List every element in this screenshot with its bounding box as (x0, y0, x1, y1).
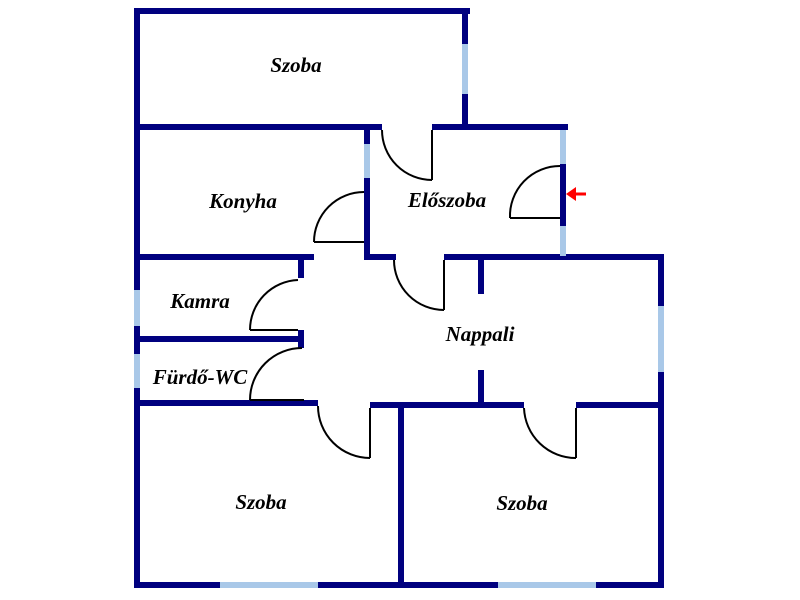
wall-kamra-right-upper (298, 254, 304, 278)
wall-top (134, 8, 470, 14)
wall-konyha-eloszoba (364, 124, 370, 260)
door-szoba-eloszoba (381, 129, 433, 181)
door-furdo (249, 347, 304, 401)
room-label-konyha: Konyha (208, 189, 277, 213)
wall-bedroom-top-right (576, 402, 664, 408)
wall-eloszoba-right (560, 124, 566, 260)
window-konyha-eloszoba (364, 144, 370, 178)
wall-szoba-konyha-left (134, 124, 382, 130)
wall-bottom (134, 582, 664, 588)
door-konyha-eloszoba (313, 191, 365, 243)
window-szoba-bottom-left (220, 582, 318, 588)
window-nappali-right (658, 306, 664, 372)
door-entrance (508, 165, 561, 219)
window-furdo (134, 354, 140, 388)
door-eloszoba-nappali (393, 259, 445, 311)
windows (134, 44, 664, 588)
wall-bedroom-divider (398, 402, 404, 588)
wall-bedroom-top-mid (370, 402, 524, 408)
room-label-kamra: Kamra (169, 289, 230, 313)
door-szoba-bottom-right (523, 407, 577, 459)
room-labels: Szoba Konyha Előszoba Kamra Fürdő-WC Nap… (152, 53, 548, 515)
window-szoba-bottom-right (498, 582, 596, 588)
window-eloszoba-lower (560, 226, 566, 256)
room-label-szoba-bottom-right: Szoba (496, 491, 547, 515)
wall-nappali-stub-bottom (478, 370, 484, 406)
door-kamra (248, 279, 299, 331)
room-label-furdo-wc: Fürdő-WC (152, 365, 249, 389)
door-szoba-bottom-left (317, 405, 371, 459)
wall-eloszoba-bottom-right (444, 254, 664, 260)
window-eloszoba-upper (560, 130, 566, 164)
wall-furdo-bottom (134, 400, 318, 406)
doors (248, 129, 577, 459)
room-label-szoba-top: Szoba (270, 53, 321, 77)
wall-kamra-furdo (134, 336, 304, 342)
wall-nappali-right (658, 254, 664, 588)
wall-eloszoba-bottom-left (364, 254, 396, 260)
room-label-eloszoba: Előszoba (407, 188, 486, 212)
arrow-left-icon (566, 187, 586, 201)
window-szoba-top-right (462, 44, 468, 94)
wall-szoba-eloszoba-right (432, 124, 568, 130)
wall-konyha-bottom (134, 254, 314, 260)
room-label-nappali: Nappali (445, 322, 515, 346)
window-kamra (134, 290, 140, 326)
room-label-szoba-bottom-left: Szoba (235, 490, 286, 514)
wall-nappali-stub-top (478, 254, 484, 294)
